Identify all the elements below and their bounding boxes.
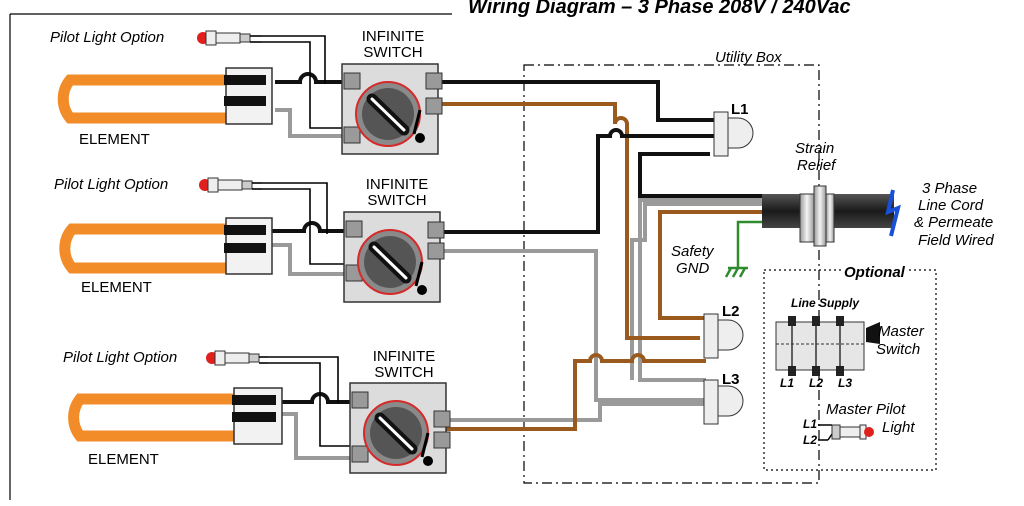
infinite-switch-2 (343, 211, 445, 303)
master-pilot-l2-label: L2 (803, 433, 818, 447)
black-wires (268, 72, 762, 404)
infinite-switch-3 (349, 382, 451, 474)
pilot-light-2-icon (199, 177, 262, 193)
optional-title: Optional (842, 264, 907, 281)
master-pilot-l1-label: L1 (803, 417, 818, 431)
terminal-l2-icon (703, 313, 744, 359)
master-pilot-label-line2: Light (882, 419, 915, 436)
diagram-title: Wiring Diagram – 3 Phase 208V / 240Vac (468, 0, 851, 17)
strain-relief-label-line1: Strain (795, 140, 835, 157)
safety-gnd-label-line2: GND (676, 260, 710, 277)
master-switch-terminal-l1: L1 (780, 376, 795, 390)
terminal-l2-label: L2 (722, 303, 740, 320)
switch-1-label-line2: SWITCH (363, 44, 423, 61)
line-supply-label: Line Supply (791, 296, 860, 310)
brown-wires (440, 102, 762, 431)
pilot-light-option-label-2: Pilot Light Option (54, 176, 169, 193)
terminal-l1-icon (713, 111, 754, 157)
line-cord-label-line1: 3 Phase (922, 180, 978, 197)
heating-element-1 (57, 67, 273, 125)
ground-wire (724, 220, 762, 278)
utility-box-label: Utility Box (715, 49, 782, 66)
diagram-frame (9, 13, 452, 500)
pilot-light-3-icon (206, 350, 268, 366)
terminal-l3-label: L3 (722, 371, 740, 388)
line-cord-label-line4: Field Wired (918, 232, 994, 249)
element-label-3: ELEMENT (88, 451, 159, 468)
heating-element-3 (68, 387, 283, 445)
pilot-wires (262, 35, 356, 447)
safety-gnd-label-line1: Safety (671, 243, 714, 260)
master-switch-terminal-l3: L3 (838, 376, 853, 390)
master-switch-label-line2: Switch (876, 341, 921, 358)
strain-relief-icon (799, 185, 835, 247)
switch-2-label-line1: INFINITE (365, 176, 429, 193)
strain-relief-label-line2: Relief (797, 157, 836, 174)
master-switch-terminal-l2: L2 (809, 376, 824, 390)
infinite-switch-1 (341, 63, 443, 155)
element-label-1: ELEMENT (79, 131, 150, 148)
pilot-light-option-label-3: Pilot Light Option (63, 349, 178, 366)
line-cord-label-line2: Line Cord (918, 197, 984, 214)
switch-1-label-line1: INFINITE (361, 28, 425, 45)
gray-wires (268, 108, 762, 460)
master-switch-label-line1: Master (878, 323, 924, 340)
switch-2-label-line2: SWITCH (367, 192, 427, 209)
terminal-l1-label: L1 (731, 101, 749, 118)
heating-element-2 (59, 217, 273, 275)
utility-box-outline (523, 64, 820, 484)
master-pilot-light-icon (818, 424, 874, 441)
master-pilot-label-line1: Master Pilot (826, 401, 906, 418)
switch-3-label-line2: SWITCH (374, 364, 434, 381)
pilot-light-1-icon (197, 30, 262, 46)
switch-3-label-line1: INFINITE (372, 348, 436, 365)
terminal-l3-icon (703, 379, 744, 425)
element-label-2: ELEMENT (81, 279, 152, 296)
master-switch-icon (775, 316, 880, 376)
pilot-light-option-label-1: Pilot Light Option (50, 29, 165, 46)
line-cord-label-line3: & Permeate (914, 214, 994, 231)
